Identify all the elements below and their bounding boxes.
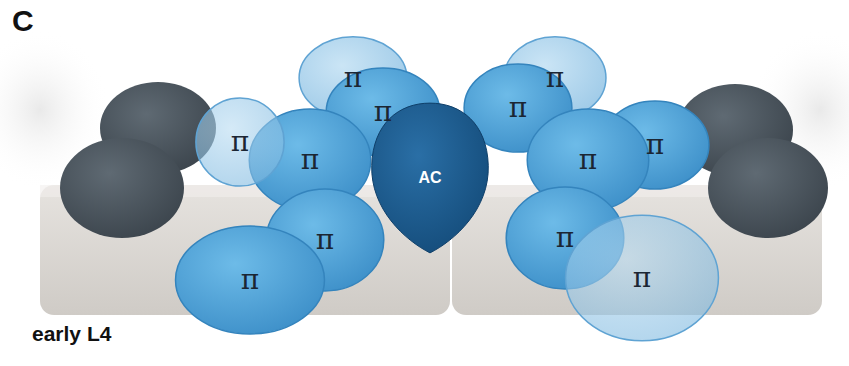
panel-letter: C [12, 4, 34, 38]
cell-symbol: π [546, 64, 564, 92]
cell-symbol: π [646, 131, 664, 159]
pi-cell: π [174, 225, 326, 335]
cell-symbol: π [316, 226, 334, 254]
pi-cell: π [564, 214, 720, 342]
stage-label: early L4 [32, 322, 111, 346]
cell-symbol: π [633, 264, 651, 292]
cell-symbol: π [301, 146, 319, 174]
cell-symbol: π [374, 98, 392, 126]
cell-symbol: π [241, 266, 259, 294]
cell-symbol: π [509, 94, 527, 122]
cell-name: AC [418, 170, 441, 186]
cell-symbol: π [579, 146, 597, 174]
cell-symbol: π [344, 64, 362, 92]
cell-symbol: π [556, 224, 574, 252]
pi-cell: π [195, 97, 285, 187]
cell-symbol: π [231, 128, 249, 156]
